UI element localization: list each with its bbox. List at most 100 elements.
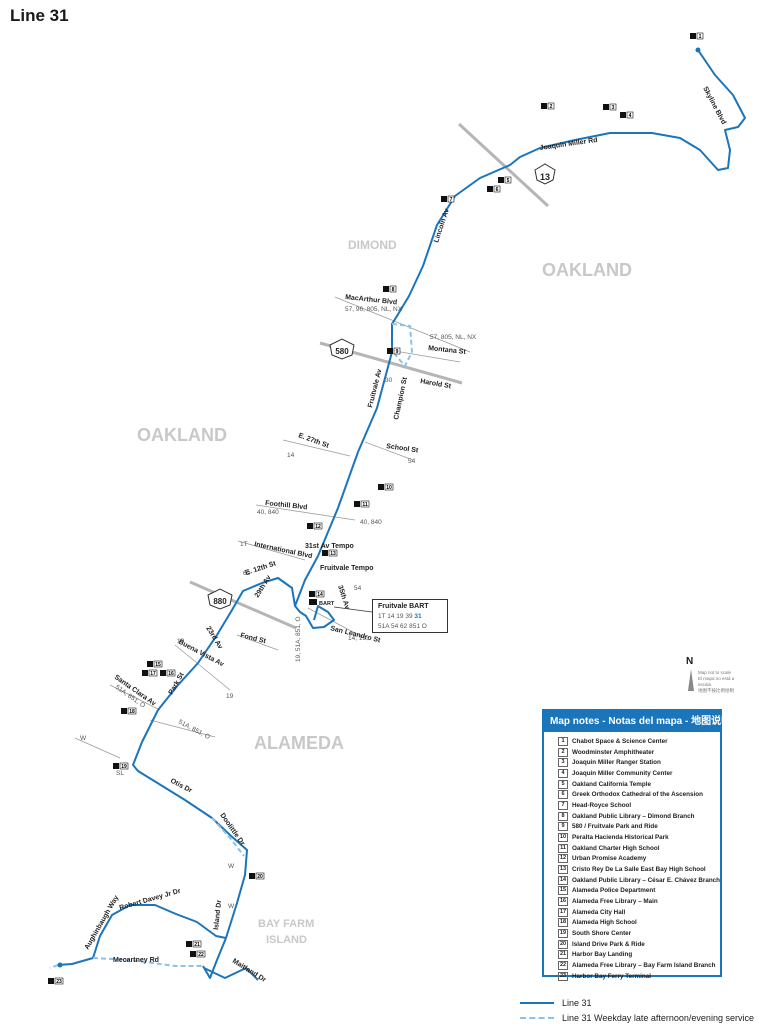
area-label-island: ISLAND — [266, 934, 307, 946]
svg-text:7: 7 — [450, 197, 453, 203]
bart-callout-route-31: 31 — [414, 613, 422, 620]
area-label-oakland-west: OAKLAND — [137, 425, 227, 445]
svg-text:20: 20 — [257, 874, 263, 880]
legend-solid-swatch — [520, 1001, 554, 1004]
landmark-marker-12: 12 — [307, 522, 323, 530]
bart-callout-title: Fruitvale BART — [378, 603, 429, 610]
landmark-marker-15: 15 — [147, 660, 163, 668]
landmark-marker-18: 18 — [121, 707, 137, 715]
landmark-marker-14: 14 — [309, 590, 325, 598]
street-label: Montana St — [428, 345, 467, 356]
svg-text:3: 3 — [612, 105, 615, 111]
legend-dashed-row: Line 31 Weekday late afternoon/evening s… — [520, 1010, 754, 1025]
map-note-number: 2 — [558, 747, 568, 757]
map-note-text: Joaquin Miller Ranger Station — [572, 759, 661, 767]
route-31-dashed — [49, 323, 414, 969]
svg-text:13: 13 — [330, 551, 336, 557]
map-note-text: Alameda City Hall — [572, 908, 626, 916]
map-note-number: 9 — [558, 822, 568, 832]
svg-text:BART: BART — [319, 601, 335, 607]
transfer-label: W — [228, 863, 235, 870]
map-note-number: 6 — [558, 790, 568, 800]
transfer-label: SL — [116, 770, 124, 777]
transfer-label: 57, 96, 805, NL, NX — [345, 306, 403, 313]
map-note-number: 14 — [558, 875, 568, 885]
map-note-number: 4 — [558, 769, 568, 779]
map-note-number: 8 — [558, 811, 568, 821]
legend: Line 31 Line 31 Weekday late afternoon/e… — [520, 995, 754, 1025]
street-label: Fruitvale Av — [367, 368, 383, 408]
landmark-marker-23: 23 — [48, 977, 64, 985]
svg-text:12: 12 — [315, 524, 321, 530]
svg-text:6: 6 — [496, 187, 499, 193]
highway-shield-580: 580 — [329, 338, 355, 360]
svg-text:19: 19 — [121, 764, 127, 770]
street-label: Robert Davey Jr Dr — [119, 888, 182, 912]
map-note-item: 14 Oakland Public Library – César E. Cháv… — [558, 875, 721, 887]
landmark-marker-2: 2 — [541, 102, 555, 110]
map-note-text: Woodminster Amphitheater — [572, 748, 655, 756]
street-label: 35th Av — [336, 584, 350, 610]
map-note-number: 23 — [558, 971, 568, 981]
route-terminus-north — [695, 47, 701, 53]
svg-text:1: 1 — [699, 34, 702, 40]
svg-text:18: 18 — [129, 709, 135, 715]
street-label: Joaquin Miller Rd — [539, 137, 598, 152]
page-title: Line 31 — [10, 6, 69, 25]
svg-text:21: 21 — [194, 942, 200, 948]
transfer-label: 57, 805, NL, NX — [430, 334, 477, 341]
transfer-label: 1T — [240, 541, 248, 548]
map-note-text: Island Drive Park & Ride — [572, 940, 645, 948]
street-label: Fruitvale Tempo — [320, 565, 374, 572]
street-label: 29th Av — [254, 574, 273, 599]
transfer-label: W — [228, 903, 235, 910]
map-note-text: Chabot Space & Science Center — [572, 738, 668, 746]
map-note-number: 22 — [558, 961, 568, 971]
map-note-text: Peralta Hacienda Historical Park — [572, 834, 669, 842]
map-note-item: 2 Woodminster Amphitheater — [558, 747, 720, 759]
landmark-marker-10: 10 — [378, 483, 394, 491]
background-roads — [189, 122, 550, 630]
transfer-label: 19, 51A, 851, O — [295, 616, 302, 662]
highway-shield-13: 13 — [534, 163, 556, 185]
transfer-label: 19 — [226, 693, 234, 700]
route-terminus-south — [57, 962, 63, 968]
map-note-number: 18 — [558, 918, 568, 928]
north-letter: N — [686, 656, 694, 667]
svg-text:15: 15 — [155, 662, 161, 668]
scale-note-es: El mapa no está a escala — [698, 676, 735, 687]
landmark-marker-21: 21 — [186, 940, 202, 948]
svg-text:22: 22 — [198, 952, 204, 958]
map-note-text: Alameda Free Library – Bay Farm Island B… — [572, 962, 716, 970]
map-note-number: 19 — [558, 929, 568, 939]
map-note-text: Oakland Charter High School — [572, 844, 660, 852]
transfer-label: 62 — [243, 570, 251, 577]
map-note-text: Oakland Public Library – Dimond Branch — [572, 812, 695, 820]
map-note-text: Oakland Public Library – César E. Chávez… — [572, 876, 721, 884]
landmark-marker-11: 11 — [354, 500, 370, 508]
area-label-oakland-east: OAKLAND — [542, 260, 632, 280]
scale-note: Map not to scale El mapa no está a escal… — [698, 670, 746, 694]
area-label-dimond: DIMOND — [348, 238, 397, 252]
map-note-text: Urban Promise Academy — [572, 855, 647, 863]
landmark-marker-20: 20 — [249, 872, 265, 880]
map-note-number: 13 — [558, 865, 568, 875]
legend-dashed-swatch — [520, 1016, 554, 1019]
street-label: Doolittle Dr — [218, 812, 246, 847]
